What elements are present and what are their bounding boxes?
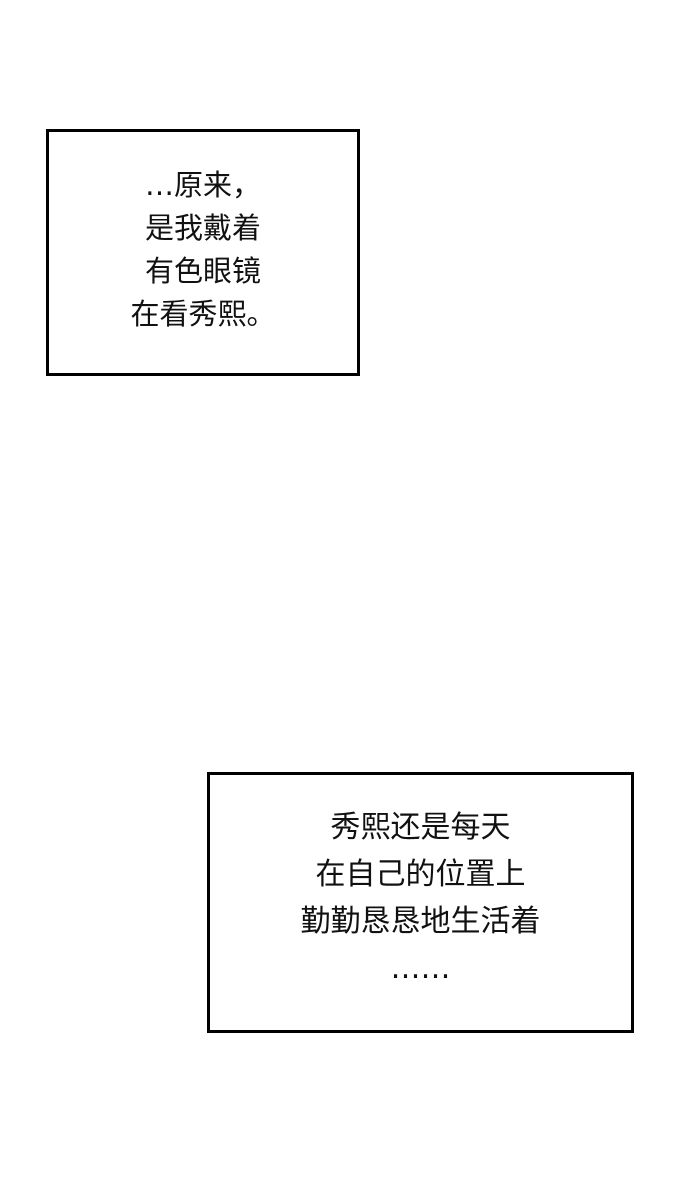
caption-line: 在自己的位置上 <box>315 856 526 892</box>
caption-line: 是我戴着 <box>144 210 261 245</box>
caption-line: 在看秀熙。 <box>130 296 276 331</box>
caption-line: 勤勤恳恳地生活着 <box>300 903 541 939</box>
caption-line: …… <box>390 950 451 986</box>
caption-box-2: 秀熙还是每天 在自己的位置上 勤勤恳恳地生活着 …… <box>207 772 634 1033</box>
caption-box-1: …原来， 是我戴着 有色眼镜 在看秀熙。 <box>46 129 360 376</box>
caption-line: 有色眼镜 <box>144 253 261 288</box>
caption-line: …原来， <box>144 167 261 202</box>
caption-line: 秀熙还是每天 <box>330 809 511 845</box>
